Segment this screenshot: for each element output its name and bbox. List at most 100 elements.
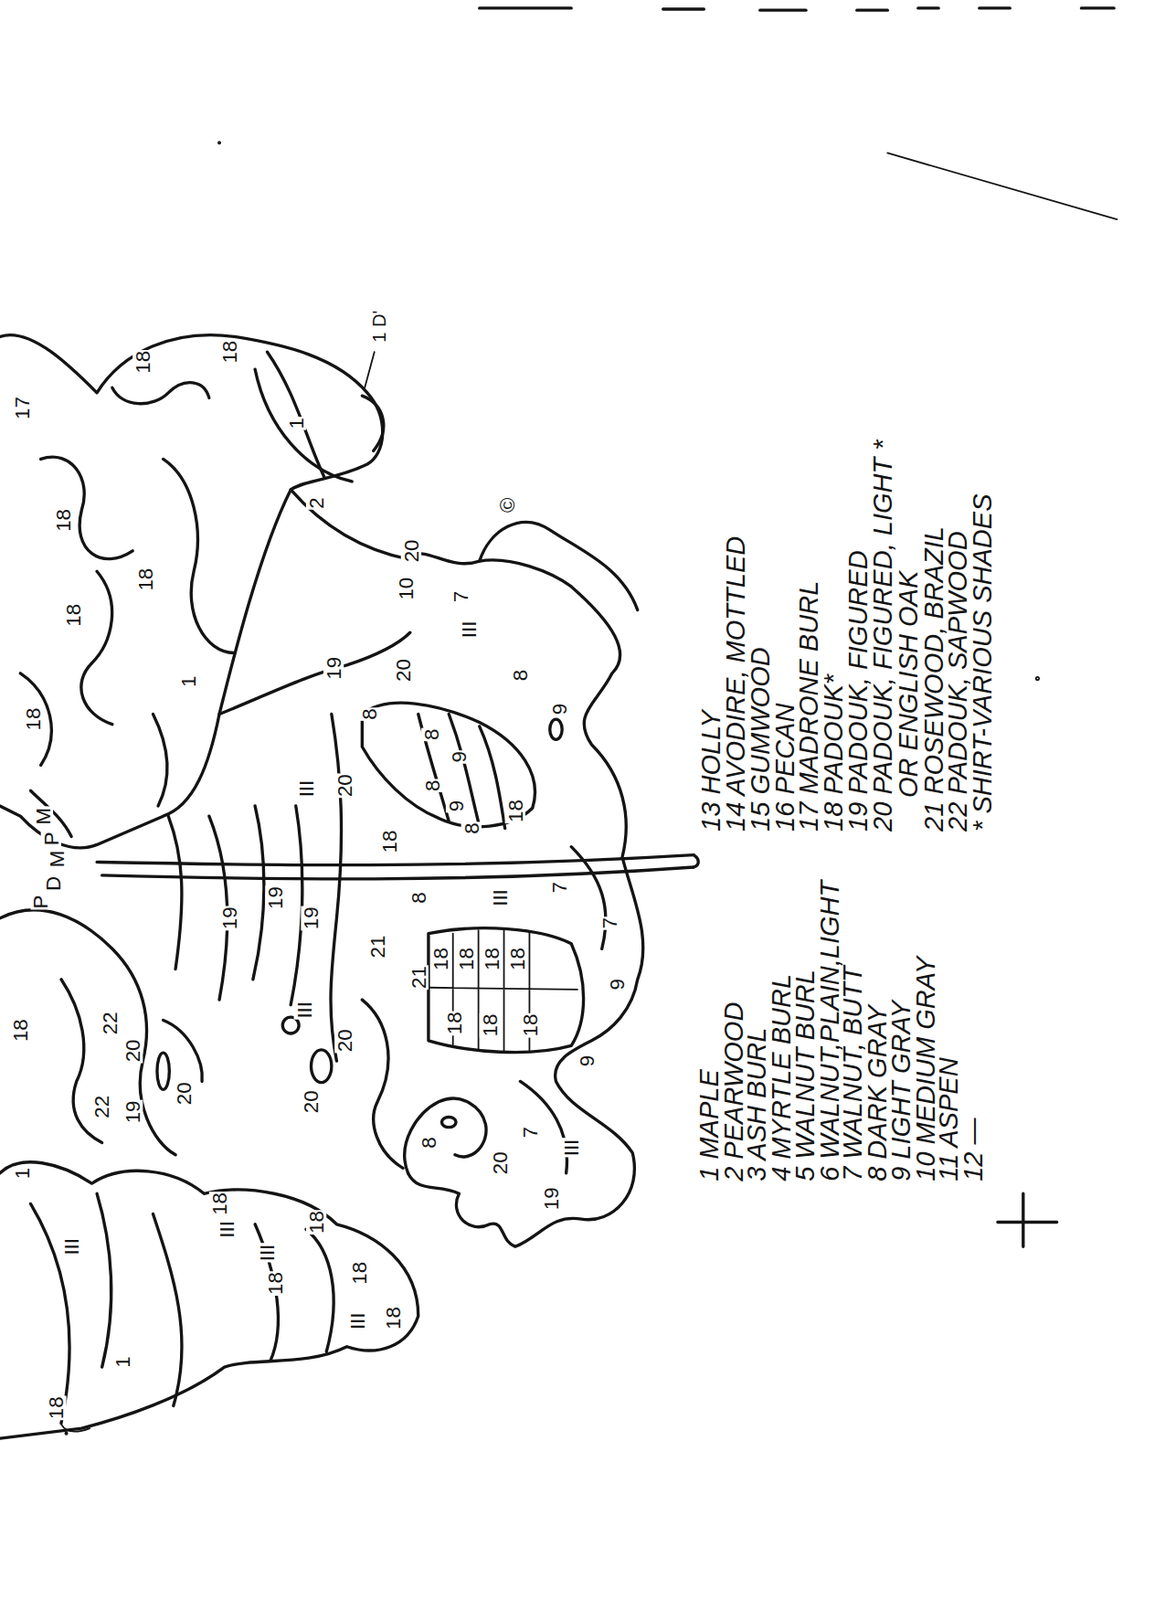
callout-number: 9 bbox=[549, 702, 570, 717]
dot bbox=[218, 141, 221, 144]
cane-line bbox=[96, 855, 694, 866]
callout-number: 20 bbox=[173, 1080, 194, 1106]
callout-number: 18 bbox=[379, 829, 400, 855]
legend-entry: 11 ASPEN bbox=[937, 1057, 961, 1182]
legend-entry: 8 DARK GRAY bbox=[865, 1005, 889, 1182]
region-line bbox=[267, 351, 326, 477]
callout-number: 18 bbox=[479, 1013, 500, 1038]
cane-line bbox=[693, 855, 699, 868]
figure-outline bbox=[408, 553, 644, 1248]
callout-number: 8 bbox=[461, 821, 482, 836]
legend-entry: 14 AVODIRE, MOTTLED bbox=[724, 536, 748, 832]
callout-number: M bbox=[46, 849, 67, 869]
legend-entry: 18 PADOUK* bbox=[822, 674, 846, 832]
callout-number: 21 bbox=[408, 964, 429, 990]
callout-number: III bbox=[61, 1237, 82, 1257]
callout-number: 18 bbox=[519, 1013, 541, 1038]
callout-number: III bbox=[296, 779, 317, 799]
small-region bbox=[550, 719, 562, 740]
callout-number: 19 bbox=[219, 905, 240, 931]
callout-number: 8 bbox=[359, 707, 380, 721]
legend-entry: 10 MEDIUM GRAY bbox=[913, 956, 937, 1182]
callout-number: 19 bbox=[300, 905, 321, 931]
callout-number: 22 bbox=[99, 1010, 120, 1036]
callout-number: 19 bbox=[323, 656, 344, 681]
sleeve-line bbox=[330, 714, 342, 1062]
callout-number: 19 bbox=[540, 1186, 562, 1211]
callout-number: 18 bbox=[382, 1305, 403, 1331]
legend-entry: 19 PADOUK, FIGURED bbox=[847, 550, 870, 832]
legend-entry: 15 GUMWOOD bbox=[748, 646, 772, 832]
face-line bbox=[404, 1098, 487, 1174]
callout-number: III bbox=[216, 1219, 237, 1240]
callout-number: 18 bbox=[10, 1017, 31, 1043]
callout-number: 1 bbox=[285, 416, 307, 431]
callout-number: 7 bbox=[519, 1125, 541, 1140]
callout-number: 18 bbox=[63, 603, 84, 628]
callout-number: III bbox=[489, 888, 510, 908]
legend-entry: OR ENGLISH OAK bbox=[896, 571, 920, 798]
callout-number: 20 bbox=[392, 657, 414, 683]
callout-number: 10 bbox=[395, 576, 416, 602]
callout-number: 8 bbox=[509, 668, 530, 683]
callout-number: 18 bbox=[22, 707, 43, 732]
edge-mark bbox=[979, 6, 1010, 10]
finger-line bbox=[418, 714, 506, 829]
callout-number: P bbox=[30, 893, 51, 910]
callout-number: III bbox=[561, 1138, 582, 1158]
callout-number: 7 bbox=[599, 916, 620, 931]
callout-number: 18 bbox=[430, 946, 451, 972]
legend-entry: 9 LIGHT GRAY bbox=[889, 1000, 913, 1182]
callout-number: 2 bbox=[306, 496, 327, 510]
legend-entry: 7 WALNUT, BUTT bbox=[841, 965, 865, 1182]
callout-number: 18 bbox=[481, 946, 502, 972]
callout-number: 20 bbox=[300, 1089, 321, 1114]
edge-mark bbox=[479, 6, 572, 10]
leader-lines bbox=[61, 351, 375, 1432]
region-line bbox=[81, 571, 113, 724]
region-line bbox=[306, 1228, 334, 1352]
legend-entry: 16 PECAN bbox=[773, 703, 796, 832]
callout-number: 20 bbox=[401, 538, 422, 563]
callout-number: 1 D' bbox=[370, 309, 389, 344]
region-line bbox=[96, 1193, 112, 1367]
callout-number: 1 bbox=[178, 674, 199, 689]
region-line bbox=[571, 847, 606, 950]
callout-number: 8 bbox=[422, 778, 443, 793]
leader-line bbox=[364, 351, 375, 390]
legend-entry: 3 ASH BURL bbox=[745, 1027, 769, 1182]
edge-mark bbox=[857, 8, 888, 11]
callout-number: 17 bbox=[11, 395, 32, 421]
callout-number: 19 bbox=[122, 1099, 143, 1124]
legend-entry: 21 ROSEWOOD, BRAZIL bbox=[921, 526, 945, 832]
callout-number: P bbox=[41, 830, 62, 847]
region-line bbox=[163, 458, 235, 653]
callout-number: 20 bbox=[334, 1027, 355, 1053]
callout-number: III bbox=[458, 619, 479, 639]
legend-entry: 13 HOLLY bbox=[699, 709, 723, 832]
legend-entry: 6 WALNUT,PLAIN,LIGHT bbox=[817, 880, 841, 1182]
callout-number: 9 bbox=[448, 750, 469, 764]
callout-number: 1 bbox=[11, 1166, 32, 1181]
callout-number: III bbox=[294, 1000, 315, 1020]
callout-number: 1 bbox=[112, 1355, 133, 1369]
callout-number: D bbox=[42, 875, 64, 892]
callout-number: 9 bbox=[606, 977, 627, 992]
sleeve-line bbox=[253, 805, 265, 980]
region-line bbox=[361, 395, 383, 451]
stray-marks bbox=[64, 8, 1117, 1435]
region-line bbox=[112, 382, 210, 404]
legend-entry: 12 — bbox=[961, 1117, 985, 1181]
callout-number: 18 bbox=[52, 508, 74, 533]
callout-number: 7 bbox=[549, 880, 570, 895]
callout-number: 18 bbox=[507, 946, 528, 972]
region-line bbox=[41, 456, 133, 559]
region-line bbox=[30, 790, 72, 837]
callout-number: © bbox=[497, 496, 518, 514]
callout-number: 9 bbox=[576, 1054, 597, 1069]
legend-entry: 20 PADOUK, FIGURED, LIGHT * bbox=[870, 439, 894, 832]
region-line bbox=[290, 489, 408, 560]
callout-number: 18 bbox=[455, 946, 477, 972]
callout-number: 22 bbox=[91, 1094, 112, 1120]
region-line bbox=[479, 522, 638, 611]
